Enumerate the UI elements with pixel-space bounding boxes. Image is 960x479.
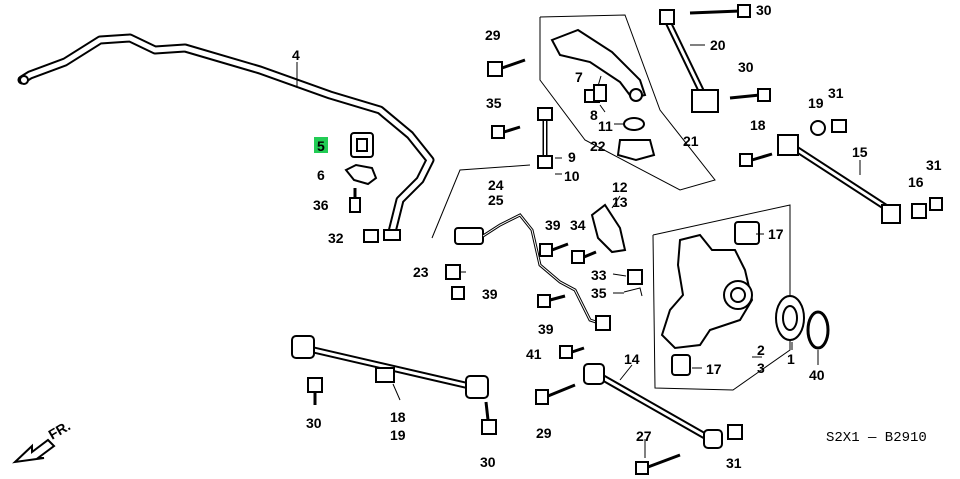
callout-26: 24 (488, 177, 504, 193)
callout-29-low: 29 (536, 425, 552, 441)
callout-14: 14 (624, 351, 640, 367)
callout-7: 7 (575, 69, 583, 85)
callout-11: 11 (598, 118, 613, 134)
callout-9: 9 (568, 149, 576, 165)
callout-21: 18 (750, 117, 766, 133)
callout-36: 35 (486, 95, 502, 111)
stabilizer-bar[interactable] (17, 33, 435, 241)
callout-32: 31 (828, 85, 844, 101)
callout-10: 10 (564, 168, 580, 184)
bolt-39-low[interactable] (537, 294, 566, 308)
nut-31-b[interactable] (727, 424, 743, 440)
bushing-17-lower[interactable] (671, 354, 691, 376)
bolt-30-d[interactable] (481, 401, 497, 435)
bushing-8[interactable] (593, 84, 607, 102)
leader-lines (296, 44, 861, 458)
snap-ring[interactable] (806, 310, 830, 350)
boot-24[interactable] (616, 139, 656, 162)
bolt-21[interactable] (739, 152, 773, 167)
callout-30-d: 30 (480, 454, 496, 470)
clip-34[interactable] (627, 269, 643, 285)
clip-35[interactable] (623, 287, 643, 297)
bolt-29-top[interactable] (487, 58, 526, 77)
callout-41: 41 (526, 346, 542, 362)
clip-25[interactable] (445, 264, 461, 280)
callout-22: 19 (808, 95, 824, 111)
callout-8: 8 (590, 107, 598, 123)
callout-37: 34 (570, 217, 586, 233)
bushing-16[interactable] (911, 203, 927, 219)
callout-20: 20 (710, 37, 726, 53)
diagram-code: S2X1 — B2910 (826, 430, 927, 446)
callout-34: 33 (591, 267, 607, 283)
callout-17-a: 17 (768, 226, 784, 242)
svg-text:FR.: FR. (46, 417, 74, 442)
front-arrow-icon: FR. (12, 417, 74, 464)
callout-39-a: 39 (545, 217, 561, 233)
arm-14[interactable] (583, 363, 723, 449)
callout-17-b: 17 (706, 361, 722, 377)
washer-22[interactable] (810, 120, 826, 136)
callout-39-c: 39 (538, 321, 554, 337)
callout-13: 13 (612, 194, 628, 210)
callout-33: 32 (328, 230, 344, 246)
callout-31-b: 31 (726, 455, 742, 471)
bolt-29-low[interactable] (535, 383, 576, 405)
stabilizer-bushing[interactable] (350, 132, 374, 158)
callout-31-a: 31 (926, 157, 942, 173)
callout-38: 36 (313, 197, 329, 213)
callout-2: 2 (757, 342, 765, 358)
bolt-30-b[interactable] (729, 88, 771, 102)
callout-24: 22 (590, 138, 606, 154)
callout-28: 27 (636, 428, 652, 444)
callout-40: 40 (809, 367, 825, 383)
ring-11[interactable] (623, 117, 645, 131)
bolt-37[interactable] (571, 250, 597, 264)
callout-5-highlight (314, 137, 328, 153)
callout-18: 18 (390, 409, 406, 425)
bracket-12[interactable] (590, 203, 627, 254)
callout-labels: 4 5 6 36 32 29 35 9 10 7 8 11 22 21 20 3… (292, 2, 942, 471)
lower-arm-15[interactable] (777, 134, 901, 224)
nut-33[interactable] (363, 229, 379, 243)
knuckle[interactable] (660, 233, 754, 350)
callout-30-b: 30 (738, 59, 754, 75)
nut-31-a[interactable] (929, 197, 943, 211)
callout-6: 6 (317, 167, 325, 183)
callout-35: 35 (591, 285, 607, 301)
control-rod[interactable] (659, 9, 719, 113)
bolt-28[interactable] (635, 453, 681, 475)
callout-12: 12 (612, 179, 628, 195)
upper-arm[interactable] (550, 28, 647, 102)
callout-29-top: 29 (485, 27, 501, 43)
bolt-41[interactable] (559, 345, 585, 359)
callout-3: 3 (757, 360, 765, 376)
bolt-39-mid[interactable] (451, 286, 465, 300)
callout-1: 1 (787, 351, 795, 367)
callout-5: 5 (317, 138, 325, 154)
bolt-30-a[interactable] (689, 4, 751, 18)
nut-32[interactable] (831, 119, 847, 133)
callout-15: 15 (852, 144, 868, 160)
callout-19: 19 (390, 427, 406, 443)
bushing-17-upper[interactable] (734, 221, 760, 245)
bolt-38[interactable] (349, 188, 361, 213)
callout-39-b: 39 (482, 286, 498, 302)
callout-30-a: 30 (756, 2, 772, 18)
bolt-36[interactable] (491, 125, 521, 139)
callout-25: 23 (413, 264, 429, 280)
bearing[interactable] (775, 295, 805, 341)
callout-27: 25 (488, 192, 504, 208)
lower-arm-18[interactable] (291, 335, 489, 399)
bolt-30-c[interactable] (307, 377, 323, 405)
callout-4: 4 (292, 47, 300, 63)
callout-23: 21 (683, 133, 699, 149)
callout-30-c: 30 (306, 415, 322, 431)
bushing-holder[interactable] (344, 163, 378, 186)
stabilizer-link[interactable] (537, 107, 553, 169)
sensor-wire[interactable] (454, 213, 611, 331)
bolt-39-top[interactable] (539, 242, 569, 257)
callout-16: 16 (908, 174, 924, 190)
